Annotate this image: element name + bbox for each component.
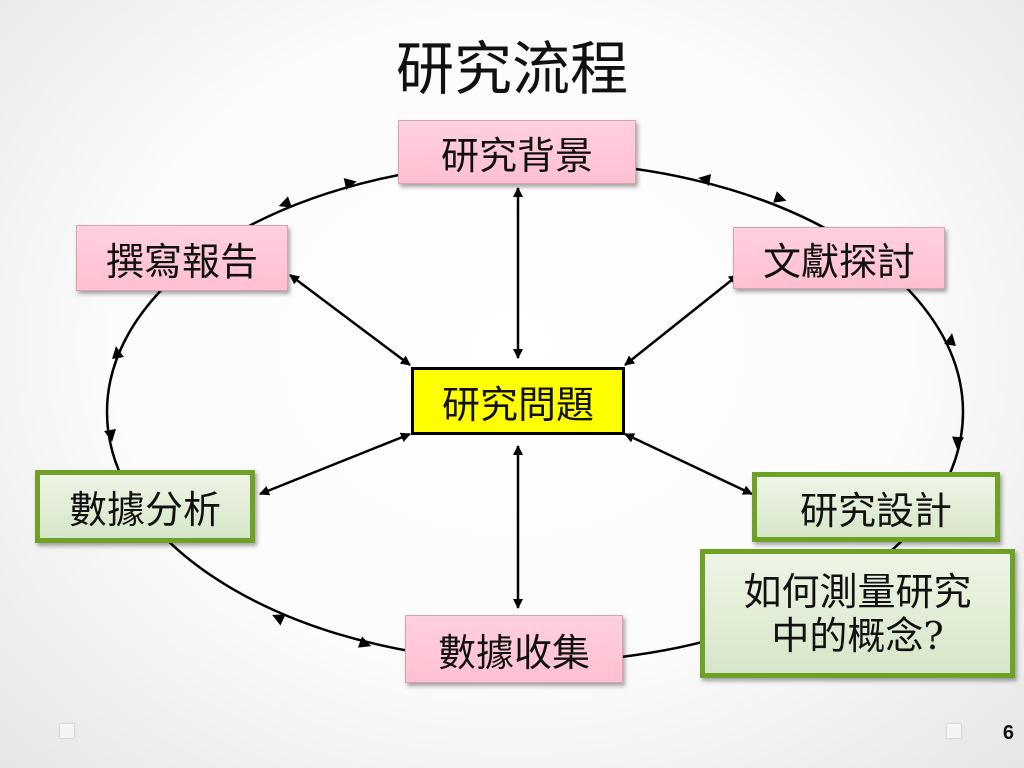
node-analysis: 數據分析 <box>35 470 255 543</box>
nav-square-right <box>947 724 961 738</box>
cycle-arrowhead <box>112 346 124 360</box>
cycle-arrowhead <box>952 436 964 449</box>
cycle-arrowheads <box>104 174 964 648</box>
spoke-report <box>289 274 411 366</box>
spoke-design <box>624 432 753 496</box>
slide-title: 研究流程 <box>395 35 628 103</box>
cycle-arrowhead <box>698 174 712 186</box>
node-collection: 數據收集 <box>405 615 623 683</box>
spoke-analysis <box>259 432 411 496</box>
cycle-arrowhead <box>944 333 956 347</box>
cycle-arrowhead <box>773 191 787 203</box>
node-literature: 文獻探討 <box>733 227 945 289</box>
note-line-2: 中的概念? <box>771 613 944 658</box>
cycle-arrowhead <box>343 178 357 190</box>
node-design: 研究設計 <box>752 472 1000 542</box>
page-number: 6 <box>1002 722 1014 744</box>
nav-square-left <box>60 724 74 738</box>
note-measure-concepts: 如何測量研究 中的概念? <box>700 549 1015 678</box>
cycle-arrowhead <box>104 428 116 442</box>
node-background: 研究背景 <box>398 120 636 184</box>
cycle-arrowhead <box>357 636 372 648</box>
cycle-arrowhead <box>272 614 286 626</box>
node-problem: 研究問題 <box>411 367 625 435</box>
spoke-literature <box>624 274 739 366</box>
cycle-arrowhead <box>278 196 293 208</box>
node-report: 撰寫報告 <box>76 225 288 291</box>
note-line-1: 如何測量研究 <box>743 569 972 614</box>
